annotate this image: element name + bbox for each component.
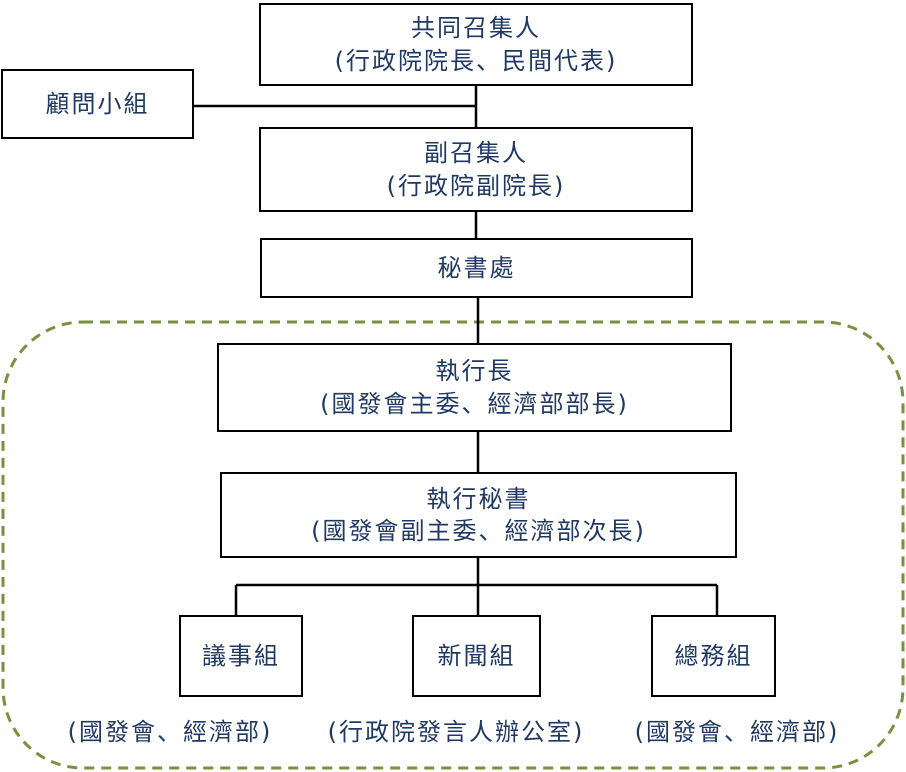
unit-title-proceedings: 議事組 — [202, 641, 280, 670]
top-convener-subtitle: (行政院院長、民間代表) — [334, 46, 618, 75]
top-convener-title: 共同召集人 — [411, 14, 541, 43]
unit-box-proceedings: 議事組 — [179, 615, 303, 697]
unit-note-press: (行政院發言人辦公室) — [327, 718, 585, 746]
ceo-title: 執行長 — [435, 357, 514, 386]
ceo-box: 執行長 (國發會主委、經濟部部長) — [217, 343, 732, 432]
unit-title-press: 新聞組 — [437, 641, 516, 670]
advisory-group-box: 顧問小組 — [1, 69, 194, 139]
secretariat-title: 秘書處 — [437, 253, 516, 282]
executive-secretary-box: 執行秘書 (國發會副主委、經濟部次長) — [220, 472, 737, 558]
unit-note-proceedings: (國發會、經濟部) — [67, 718, 273, 746]
top-convener-box: 共同召集人 (行政院院長、民間代表) — [259, 3, 693, 86]
ceo-subtitle: (國發會主委、經濟部部長) — [320, 389, 629, 418]
unit-title-general-affairs: 總務組 — [674, 641, 753, 670]
secretariat-box: 秘書處 — [260, 238, 693, 298]
executive-secretary-subtitle: (國發會副主委、經濟部次長) — [311, 517, 646, 545]
executive-secretary-title: 執行秘書 — [426, 484, 531, 513]
unit-note-general-affairs: (國發會、經濟部) — [634, 718, 840, 746]
unit-box-general-affairs: 總務組 — [651, 615, 776, 697]
advisory-group-title: 顧問小組 — [45, 89, 150, 118]
deputy-convener-subtitle: (行政院副院長) — [386, 171, 566, 200]
deputy-convener-box: 副召集人 (行政院副院長) — [259, 127, 693, 212]
executive-group-outline — [1, 320, 905, 770]
unit-box-press: 新聞組 — [412, 615, 541, 697]
deputy-convener-title: 副召集人 — [424, 139, 528, 168]
